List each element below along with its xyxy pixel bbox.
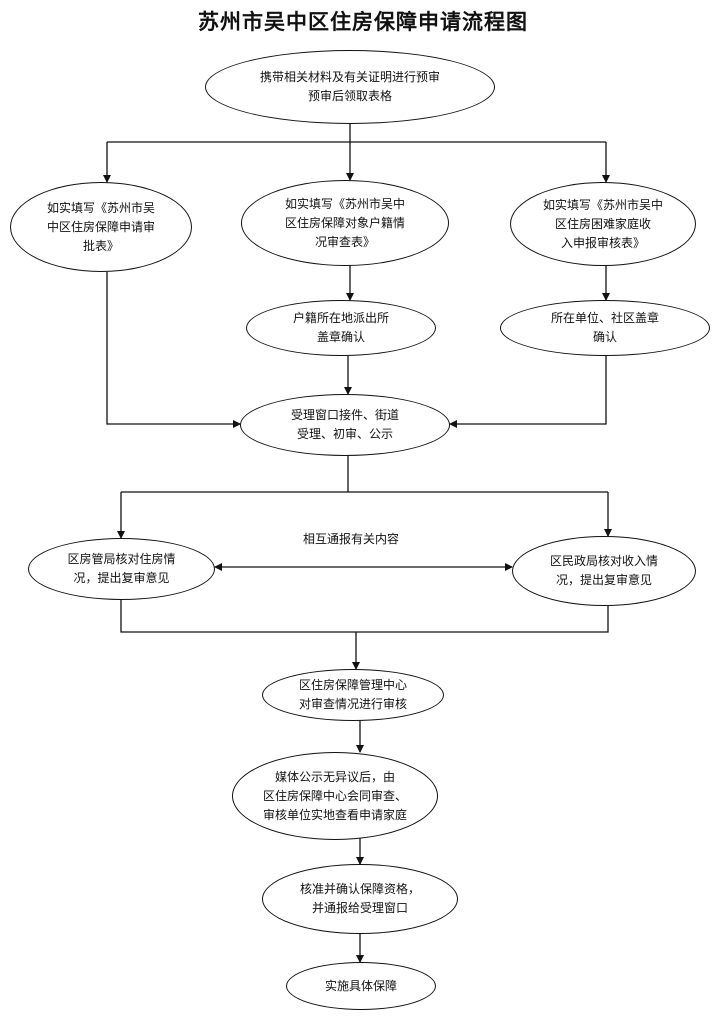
node-media-label: 媒体公示无异议后，由 区住房保障中心会同审查、 审核单位实地查看申请家庭	[262, 769, 407, 822]
node-accept-label: 受理窗口接件、街道 受理、初审、公示	[290, 408, 399, 441]
node-unit: 所在单位、社区盖章 确认	[500, 300, 710, 356]
node-implement: 实施具体保障	[286, 962, 436, 1010]
node-left-form-label: 如实填写《苏州市吴 中区住房保障申请审 批表》	[46, 200, 155, 253]
node-center-review-label: 区住房保障管理中心 对审查情况进行审核	[298, 678, 407, 711]
node-police: 户籍所在地派出所 盖章确认	[246, 300, 436, 356]
node-civil-bureau-label: 区民政局核对收入情 况，提出复审意见	[549, 554, 658, 587]
node-left-form: 如实填写《苏州市吴 中区住房保障申请审 批表》	[10, 182, 192, 272]
node-housing-bureau: 区房管局核对住房情 况，提出复审意见	[28, 538, 215, 600]
node-approve-label: 核准并确认保障资格， 并通报给受理窗口	[299, 882, 420, 915]
node-center-review: 区住房保障管理中心 对审查情况进行审核	[262, 669, 444, 721]
page-title: 苏州市吴中区住房保障申请流程图	[198, 10, 528, 34]
node-civil-bureau: 区民政局核对收入情 况，提出复审意见	[512, 536, 696, 606]
node-start: 携带相关材料及有关证明进行预审 预审后领取表格	[205, 50, 495, 124]
node-mid-form: 如实填写《苏州市吴中 区住房保障对象户籍情 况审查表》	[241, 180, 449, 266]
edge-left-form-accept	[106, 272, 241, 428]
node-police-label: 户籍所在地派出所 盖章确认	[292, 311, 389, 344]
edge-unit-accept	[449, 354, 607, 428]
node-accept: 受理窗口接件、街道 受理、初审、公示	[240, 394, 450, 456]
node-mid-form-label: 如实填写《苏州市吴中 区住房保障对象户籍情 况审查表》	[284, 196, 405, 249]
node-approve: 核准并确认保障资格， 并通报给受理窗口	[262, 864, 458, 934]
node-right-form-label: 如实填写《苏州市吴中 区住房困难家庭收 入申报审核表》	[542, 197, 663, 250]
node-start-label: 携带相关材料及有关证明进行预审 预审后领取表格	[259, 70, 440, 103]
edge-housing-merge	[120, 598, 609, 633]
node-unit-label: 所在单位、社区盖章 确认	[550, 311, 659, 344]
node-housing-bureau-label: 区房管局核对住房情 况，提出复审意见	[67, 552, 176, 585]
edge-label-mutual: 相互通报有关内容	[303, 532, 400, 546]
node-media: 媒体公示无异议后，由 区住房保障中心会同审查、 审核单位实地查看申请家庭	[232, 752, 438, 840]
node-right-form: 如实填写《苏州市吴中 区住房困难家庭收 入申报审核表》	[510, 182, 696, 266]
node-implement-label: 实施具体保障	[324, 978, 397, 993]
